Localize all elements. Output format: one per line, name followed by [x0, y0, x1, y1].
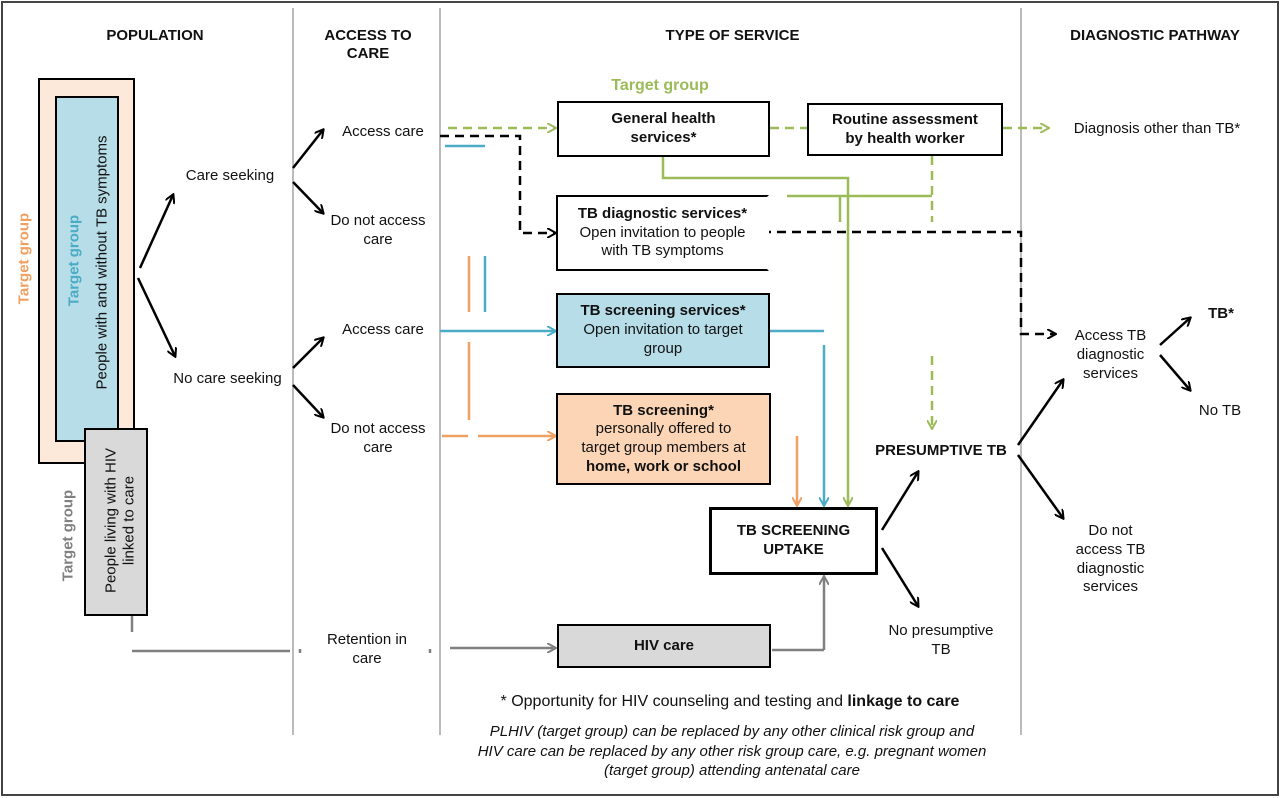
target-group-orange-label: Target group: [15, 212, 33, 305]
no-tb-outcome-label: No TB: [1198, 402, 1242, 419]
tb-outcome-label: TB*: [1208, 305, 1234, 322]
tb-diagnostic-services-box: TB diagnostic services* Open invitation …: [556, 195, 769, 271]
access-care-label-2: Access care: [342, 321, 424, 338]
outcome-arrows: [880, 318, 1190, 606]
footer-opportunity-bold: linkage to care: [847, 693, 960, 710]
do-not-access-tb-diagnostic-label: Do not access TB diagnostic services: [1075, 522, 1146, 596]
orange-routes: [442, 256, 797, 505]
general-health-services-box: General health services*: [557, 101, 770, 157]
header-population: POPULATION: [106, 27, 204, 44]
tb-screening-services-body: Open invitation to target group: [583, 321, 743, 357]
access-care-label-1: Access care: [342, 123, 424, 140]
hiv-care-box: HIV care: [557, 624, 771, 668]
presumptive-tb-label: PRESUMPTIVE TB: [875, 442, 1007, 459]
plhiv-label-line1: People living with HIV: [102, 447, 120, 594]
tb-diagnostic-title: TB diagnostic services*: [577, 204, 748, 222]
diagnosis-other-than-tb-label: Diagnosis other than TB*: [1073, 120, 1241, 137]
people-with-without-tb-label: People with and without TB symptoms: [93, 135, 111, 390]
access-tb-diagnostic-label: Access TB diagnostic services: [1074, 327, 1147, 382]
target-group-green-label: Target group: [611, 77, 709, 94]
do-not-access-care-label-2: Do not access care: [330, 420, 426, 456]
retention-in-care-label: Retention in care: [326, 631, 408, 667]
header-access-to-care: ACCESS TO CARE: [324, 27, 412, 62]
header-diagnostic-pathway: DIAGNOSTIC PATHWAY: [1070, 27, 1240, 44]
population-arrows: [136, 130, 323, 417]
tb-screening-places: home, work or school: [585, 457, 742, 475]
no-presumptive-tb-label: No presumptive TB: [888, 622, 994, 658]
tb-screening-body: personally offered to target group membe…: [581, 420, 746, 456]
tb-screening-uptake-box: TB SCREENING UPTAKE: [709, 507, 878, 575]
no-care-seeking-label: No care seeking: [173, 370, 282, 387]
footer-opportunity-note: * Opportunity for HIV counseling and tes…: [440, 692, 1020, 712]
plhiv-label-line2: linked to care: [120, 475, 138, 566]
do-not-access-care-label-1: Do not access care: [330, 212, 426, 248]
footer-opportunity-prefix: * Opportunity for HIV counseling and tes…: [500, 693, 848, 710]
blue-routes: [440, 144, 824, 505]
dashed-black-routes: [440, 134, 1055, 334]
header-type-of-service: TYPE OF SERVICE: [665, 27, 800, 44]
routine-assessment-box: Routine assessment by health worker: [807, 103, 1003, 156]
tb-diagnostic-body: Open invitation to people with TB sympto…: [579, 223, 746, 260]
tb-screening-title: TB screening*: [613, 401, 714, 419]
care-seeking-label: Care seeking: [185, 167, 275, 184]
population-inner-box: [55, 96, 119, 442]
grey-routes: [130, 577, 824, 653]
target-group-blue-label: Target group: [65, 214, 83, 307]
target-group-grey-label: Target group: [59, 489, 77, 582]
tb-screening-services-box: TB screening services* Open invitation t…: [556, 293, 770, 368]
tb-screening-box: TB screening* personally offered to targ…: [556, 393, 771, 485]
plhiv-box: [84, 428, 148, 616]
tb-screening-services-title: TB screening services*: [580, 302, 746, 320]
footer-substitution-note: PLHIV (target group) can be replaced by …: [477, 723, 987, 779]
